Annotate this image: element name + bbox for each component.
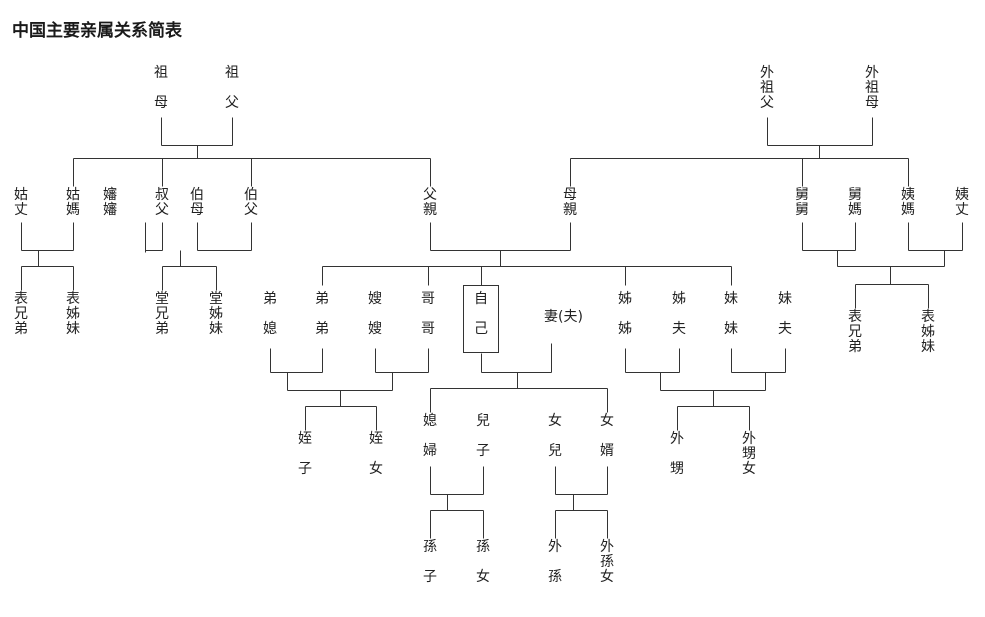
node-zhinv: 姪女 — [369, 431, 383, 477]
node-zufu: 祖父 — [225, 65, 239, 111]
node-guma: 姑媽 — [66, 187, 80, 218]
node-jiujiu: 舅舅 — [795, 187, 809, 218]
node-zumu: 祖母 — [154, 65, 168, 111]
node-tangxiongdi: 堂兄弟 — [155, 291, 169, 337]
node-dixi: 弟媳 — [263, 291, 277, 337]
node-nvxu: 女婿 — [600, 413, 614, 459]
node-waisunnv: 外孫女 — [600, 539, 614, 585]
node-saosao: 嫂嫂 — [368, 291, 382, 337]
node-yima: 姨媽 — [901, 187, 915, 218]
node-erzi: 兒子 — [476, 413, 490, 459]
node-zhizi: 姪子 — [298, 431, 312, 477]
node-jiejie: 姊姊 — [618, 291, 632, 337]
node-jiuma: 舅媽 — [848, 187, 862, 218]
node-guzhang: 姑丈 — [14, 187, 28, 218]
node-waishengnv: 外甥女 — [742, 431, 756, 477]
self-highlight-box — [463, 285, 499, 353]
node-ziji: 自己 — [474, 291, 488, 337]
node-bomu: 伯母 — [190, 187, 204, 218]
node-muqin: 母親 — [563, 187, 577, 218]
node-fuqin: 父親 — [423, 187, 437, 218]
node-waisun: 外孫 — [548, 539, 562, 585]
node-meifu: 妹夫 — [778, 291, 792, 337]
node-biaoxiongdi2: 表兄弟 — [848, 309, 862, 355]
node-biaoxiongdi1: 表兄弟 — [14, 291, 28, 337]
node-jiefu: 姊夫 — [672, 291, 686, 337]
node-shufu: 叔父 — [155, 187, 169, 218]
node-xifu: 媳婦 — [423, 413, 437, 459]
node-waisheng: 外甥 — [670, 431, 684, 477]
node-waizumu: 外祖母 — [865, 65, 879, 111]
node-bofu: 伯父 — [244, 187, 258, 218]
node-waizufu: 外祖父 — [760, 65, 774, 111]
node-qifu: 妻(夫) — [544, 309, 583, 325]
node-sunzi: 孫子 — [423, 539, 437, 585]
node-yizhang: 姨丈 — [955, 187, 969, 218]
node-meimei: 妹妹 — [724, 291, 738, 337]
node-tangzimei: 堂姊妹 — [209, 291, 223, 337]
node-biaozimei2: 表姊妹 — [921, 309, 935, 355]
node-gege: 哥哥 — [421, 291, 435, 337]
node-sunnv: 孫女 — [476, 539, 490, 585]
node-nver: 女兒 — [548, 413, 562, 459]
chart-title: 中国主要亲属关系简表 — [12, 21, 182, 41]
node-biaozimei1: 表姊妹 — [66, 291, 80, 337]
node-shenshen: 嬸嬸 — [103, 187, 117, 218]
node-didi: 弟弟 — [315, 291, 329, 337]
